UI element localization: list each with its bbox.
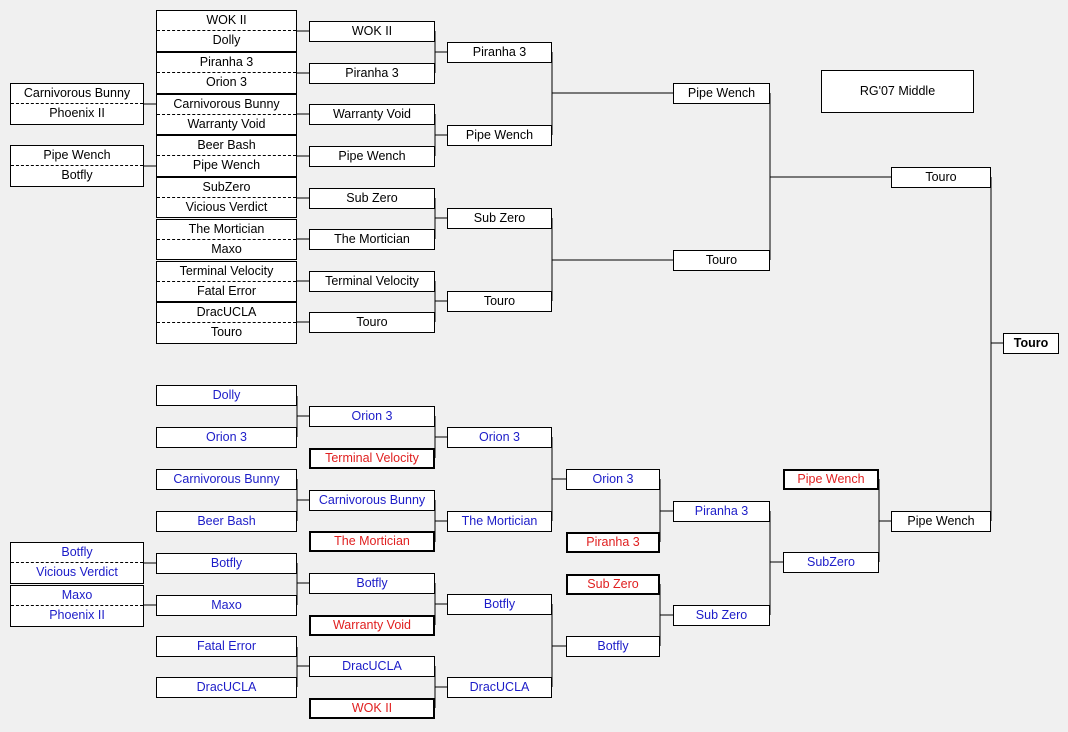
team-name: Terminal Velocity bbox=[157, 262, 296, 282]
upper-prelim-match-1: Carnivorous Bunny Phoenix II bbox=[10, 83, 144, 125]
team-name: Carnivorous Bunny bbox=[157, 95, 296, 115]
team-name: Beer Bash bbox=[157, 136, 296, 156]
lower-r6-team: SubZero bbox=[783, 552, 879, 573]
team-name: Vicious Verdict bbox=[36, 565, 118, 579]
lower-r1-team: DracUCLA bbox=[156, 677, 297, 698]
upper-r1-match-4: Beer Bash Pipe Wench bbox=[156, 135, 297, 177]
team-name: Pipe Wench bbox=[192, 158, 261, 172]
upper-r4-team: Touro bbox=[673, 250, 770, 271]
team-name: DracUCLA bbox=[157, 303, 296, 323]
lower-r4-drop: Piranha 3 bbox=[566, 532, 660, 553]
upper-r4-team: Pipe Wench bbox=[673, 83, 770, 104]
upper-r2-team: Warranty Void bbox=[309, 104, 435, 125]
upper-r3-team: Touro bbox=[447, 291, 552, 312]
lower-r1-team: Carnivorous Bunny bbox=[156, 469, 297, 490]
upper-r3-team: Piranha 3 bbox=[447, 42, 552, 63]
lower-r2-team: Orion 3 bbox=[309, 406, 435, 427]
lower-r1-team: Botfly bbox=[156, 553, 297, 574]
upper-r1-match-6: The Mortician Maxo bbox=[156, 219, 297, 260]
upper-prelim-match-2: Pipe Wench Botfly bbox=[10, 145, 144, 187]
champion: Touro bbox=[1003, 333, 1059, 354]
lower-r5-team: Sub Zero bbox=[673, 605, 770, 626]
upper-r2-team: Pipe Wench bbox=[309, 146, 435, 167]
team-name: Botfly bbox=[61, 168, 93, 182]
upper-r1-match-7: Terminal Velocity Fatal Error bbox=[156, 261, 297, 302]
upper-r1-match-1: WOK II Dolly bbox=[156, 10, 297, 52]
lower-prelim-match-2: Maxo Phoenix II bbox=[10, 585, 144, 627]
upper-r3-team: Pipe Wench bbox=[447, 125, 552, 146]
upper-r1-match-5: SubZero Vicious Verdict bbox=[156, 177, 297, 218]
lower-r1-team: Orion 3 bbox=[156, 427, 297, 448]
lower-r2-team: DracUCLA bbox=[309, 656, 435, 677]
lower-r4-drop: Sub Zero bbox=[566, 574, 660, 595]
team-name: Maxo bbox=[211, 241, 242, 256]
upper-r1-match-2: Piranha 3 Orion 3 bbox=[156, 52, 297, 94]
upper-r2-team: Touro bbox=[309, 312, 435, 333]
lower-r1-team: Dolly bbox=[156, 385, 297, 406]
lower-r4-team: Orion 3 bbox=[566, 469, 660, 490]
lower-r3-team: Botfly bbox=[447, 594, 552, 615]
upper-r2-team: Terminal Velocity bbox=[309, 271, 435, 292]
lower-r1-team: Maxo bbox=[156, 595, 297, 616]
lower-prelim-match-1: Botfly Vicious Verdict bbox=[10, 542, 144, 584]
team-name: WOK II bbox=[157, 11, 296, 31]
lower-r2-drop: Terminal Velocity bbox=[309, 448, 435, 469]
lower-r3-team: The Mortician bbox=[447, 511, 552, 532]
team-name: Carnivorous Bunny bbox=[11, 84, 143, 104]
lower-r2-team: Botfly bbox=[309, 573, 435, 594]
team-name: Dolly bbox=[212, 33, 241, 47]
lower-r2-team: Carnivorous Bunny bbox=[309, 490, 435, 511]
lower-r4-team: Botfly bbox=[566, 636, 660, 657]
upper-r3-team: Sub Zero bbox=[447, 208, 552, 229]
team-name: Warranty Void bbox=[187, 116, 266, 131]
lower-r2-drop: WOK II bbox=[309, 698, 435, 719]
bracket-title: RG'07 Middle bbox=[821, 70, 974, 113]
lower-r1-team: Beer Bash bbox=[156, 511, 297, 532]
upper-r2-team: Sub Zero bbox=[309, 188, 435, 209]
lower-r2-drop: Warranty Void bbox=[309, 615, 435, 636]
team-name: Pipe Wench bbox=[11, 146, 143, 166]
team-name: Vicious Verdict bbox=[185, 199, 268, 214]
lower-r1-team: Fatal Error bbox=[156, 636, 297, 657]
team-name: Botfly bbox=[11, 543, 143, 563]
lower-r5-team: Piranha 3 bbox=[673, 501, 770, 522]
lower-winner: Pipe Wench bbox=[891, 511, 991, 532]
lower-r6-drop: Pipe Wench bbox=[783, 469, 879, 490]
upper-r2-team: WOK II bbox=[309, 21, 435, 42]
team-name: SubZero bbox=[157, 178, 296, 198]
upper-r1-match-3: Carnivorous Bunny Warranty Void bbox=[156, 94, 297, 135]
team-name: Touro bbox=[210, 325, 243, 339]
upper-r2-team: Piranha 3 bbox=[309, 63, 435, 84]
team-name: Orion 3 bbox=[206, 75, 247, 89]
team-name: Phoenix II bbox=[49, 608, 105, 622]
team-name: The Mortician bbox=[157, 220, 296, 240]
lower-r3-team: Orion 3 bbox=[447, 427, 552, 448]
upper-r1-match-8: DracUCLA Touro bbox=[156, 302, 297, 344]
lower-r2-drop: The Mortician bbox=[309, 531, 435, 552]
team-name: Phoenix II bbox=[49, 106, 105, 120]
upper-r2-team: The Mortician bbox=[309, 229, 435, 250]
team-name: Piranha 3 bbox=[157, 53, 296, 73]
lower-r3-team: DracUCLA bbox=[447, 677, 552, 698]
upper-winner: Touro bbox=[891, 167, 991, 188]
team-name: Maxo bbox=[11, 586, 143, 606]
team-name: Fatal Error bbox=[196, 283, 257, 298]
